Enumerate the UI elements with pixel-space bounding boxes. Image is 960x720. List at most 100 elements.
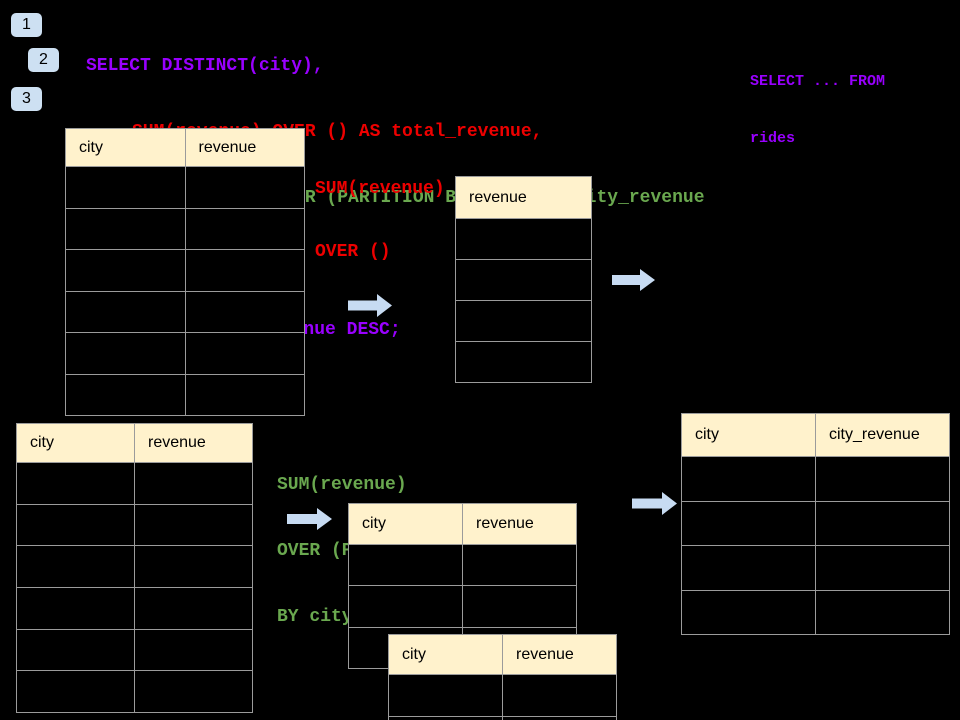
empty-cell: [185, 291, 305, 333]
table-row: [65, 291, 305, 333]
sql-line-select: SELECT DISTINCT(city),: [86, 56, 324, 76]
empty-cell: [135, 463, 253, 505]
empty-cell: [65, 374, 186, 416]
empty-cell: [185, 208, 305, 250]
column-header: city: [16, 423, 135, 463]
table-row: [16, 504, 253, 547]
table-row: [16, 629, 253, 672]
table-row: [455, 219, 592, 260]
column-header: revenue: [503, 634, 617, 675]
table-row: [681, 590, 950, 635]
empty-cell: [455, 301, 592, 342]
empty-cell: [65, 250, 186, 292]
column-header: city_revenue: [816, 413, 950, 457]
corner-note-select-from-rides: SELECT ... FROM rides: [750, 34, 885, 186]
table-row: [455, 301, 592, 342]
table-row: [348, 586, 577, 628]
empty-cell: [185, 374, 305, 416]
empty-cell: [65, 333, 186, 375]
empty-cell: [455, 342, 592, 383]
table-row: [455, 342, 592, 383]
empty-cell: [135, 588, 253, 630]
step-badge-3: 3: [11, 87, 42, 111]
empty-cell: [135, 504, 253, 547]
column-header: revenue: [463, 503, 577, 545]
table-header-row: revenue: [455, 176, 592, 219]
empty-cell: [135, 546, 253, 589]
flow-right-arrow-icon: [612, 269, 655, 291]
empty-cell: [816, 457, 950, 502]
empty-cell: [463, 586, 577, 628]
empty-cell: [65, 291, 186, 333]
table-row: [388, 675, 617, 717]
empty-cell: [185, 250, 305, 292]
column-header: city: [681, 413, 816, 457]
table-row: [65, 333, 305, 375]
table-row: [16, 588, 253, 630]
table-row: [455, 260, 592, 301]
table-row: [681, 457, 950, 502]
empty-cell: [388, 675, 503, 717]
table-row: [681, 501, 950, 546]
empty-cell: [681, 546, 816, 591]
empty-cell: [16, 588, 135, 630]
table-row: [65, 167, 305, 209]
table-row: [65, 208, 305, 250]
table-row: [16, 546, 253, 589]
empty-cell: [16, 671, 135, 714]
empty-cell: [185, 167, 305, 209]
flow-right-arrow-icon: [632, 492, 677, 515]
table-row: [16, 463, 253, 505]
empty-cell: [816, 546, 950, 591]
empty-cell: [348, 545, 463, 587]
empty-cell: [388, 717, 503, 720]
empty-cell: [135, 629, 253, 672]
empty-cell: [348, 586, 463, 628]
table-row: [65, 374, 305, 416]
table-row: [348, 545, 577, 587]
step-badge-1: 1: [11, 13, 42, 37]
empty-cell: [65, 167, 186, 209]
column-header: revenue: [455, 176, 592, 219]
empty-cell: [681, 457, 816, 502]
empty-cell: [455, 260, 592, 301]
empty-cell: [816, 501, 950, 546]
corner-note-line: SELECT ... FROM: [750, 73, 886, 90]
table-row: [16, 671, 253, 714]
empty-cell: [16, 504, 135, 547]
column-header: revenue: [185, 128, 305, 167]
step-badge-2: 2: [28, 48, 59, 72]
flow-right-arrow-icon: [287, 508, 332, 530]
table-total-revenue-result: revenue: [455, 176, 592, 383]
empty-cell: [463, 545, 577, 587]
empty-cell: [503, 717, 617, 720]
empty-cell: [16, 629, 135, 672]
column-header: city: [388, 634, 503, 675]
empty-cell: [455, 219, 592, 260]
empty-cell: [16, 546, 135, 589]
empty-cell: [681, 590, 816, 635]
empty-cell: [65, 208, 186, 250]
corner-note-line: rides: [750, 130, 796, 147]
empty-cell: [135, 671, 253, 714]
table-row: [388, 717, 617, 720]
table-row: [681, 546, 950, 591]
column-header: city: [65, 128, 186, 167]
flow-right-arrow-icon: [348, 294, 392, 317]
table-row: [65, 250, 305, 292]
empty-cell: [185, 333, 305, 375]
annotation-line: OVER (): [315, 242, 391, 262]
annotation-line: SUM(revenue): [277, 475, 407, 495]
annotation-line: SUM(revenue): [315, 179, 445, 199]
column-header: revenue: [135, 423, 253, 463]
